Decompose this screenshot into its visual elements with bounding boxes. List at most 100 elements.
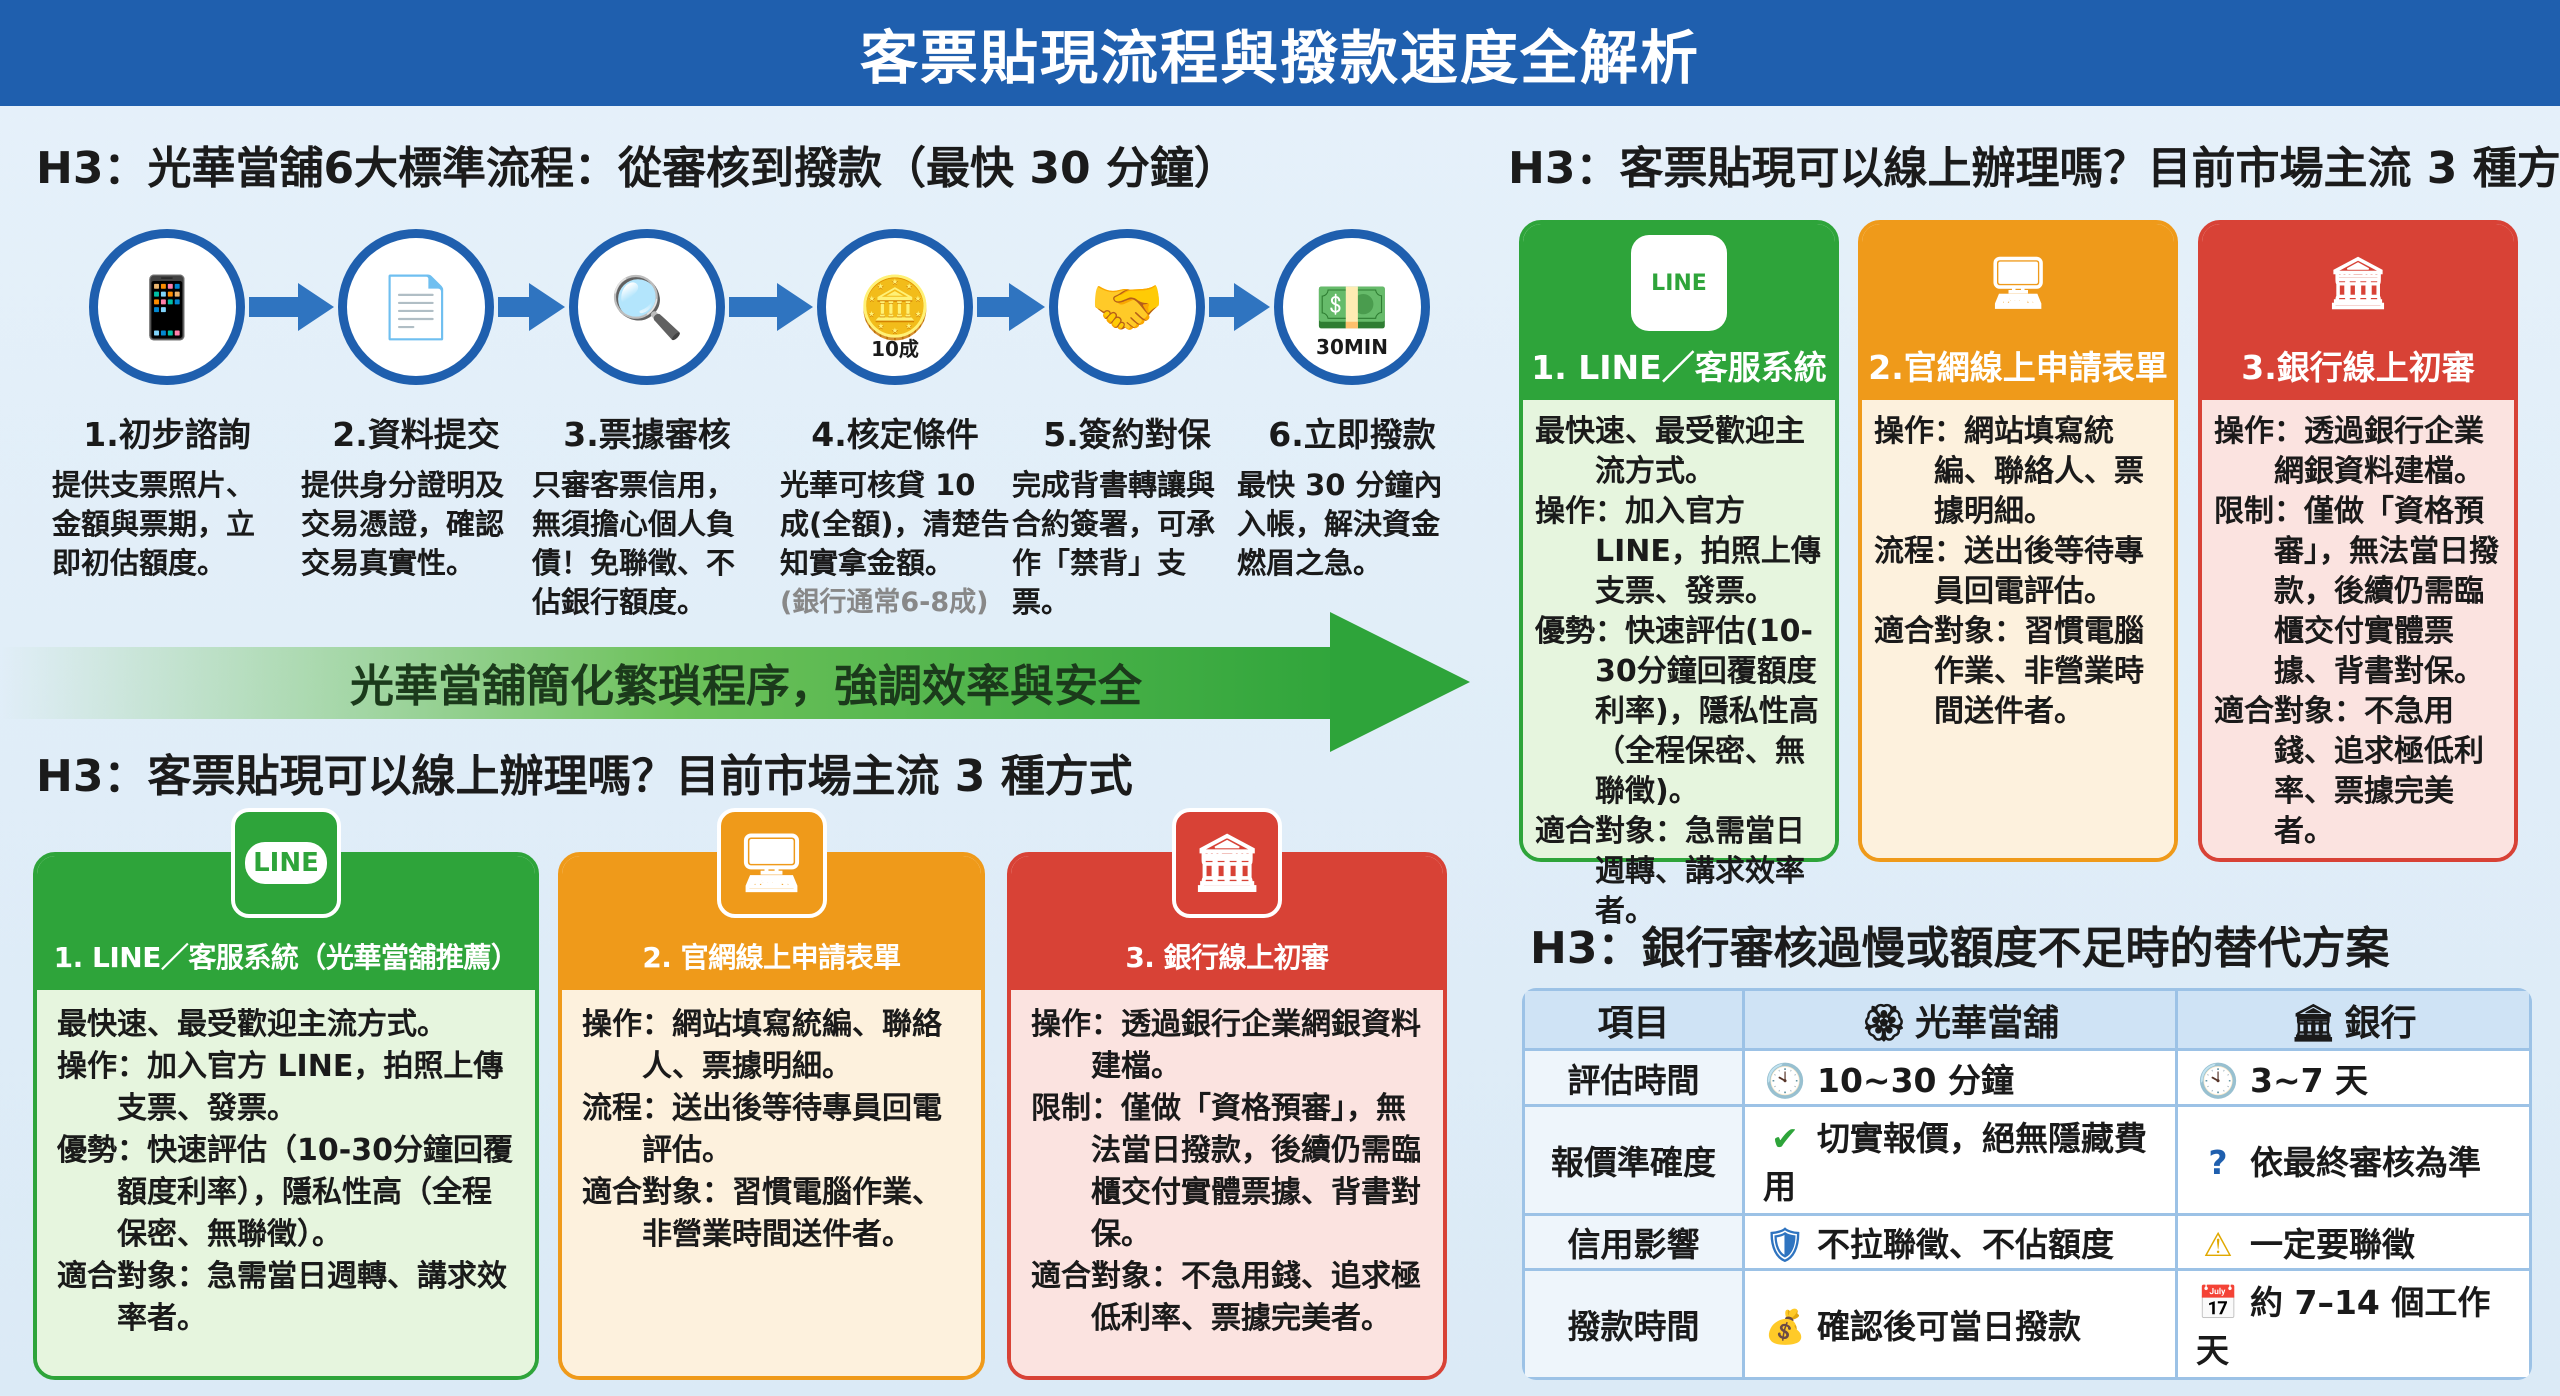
card-title: 1. LINE／客服系統 [1531,348,1827,387]
line-icon: LINE [231,808,341,918]
bank-icon: 🏛 [2290,1002,2337,1044]
guanghua-cell: 💰確認後可當日撥款 [1742,1268,2178,1380]
card-line: 操作：透過銀行企業網銀資料建檔。 [1031,1007,1421,1084]
question-icon: ? [2208,1142,2228,1182]
guanghua-cell: 🕙10~30 分鐘 [1742,1048,2178,1108]
card-line: 適合對象：習慣電腦作業、非營業時間送件者。 [1874,614,2144,729]
online-left-heading: H3：客票貼現可以線上辦理嗎？目前市場主流 3 種方式 [36,751,1133,802]
handshake-icon: 🤝 [1049,229,1205,385]
table-row: 撥款時間 💰確認後可當日撥款 📅約 7–14 個工作天 [1522,1268,2532,1380]
money-clock-icon: 💵30MIN [1274,229,1430,385]
step-desc: 光華可核貸 10 成(全額)，清楚告知實拿金額。 [780,468,1010,580]
step-desc: 只審客票信用，無須擔心個人負債！免聯徵、不佔銀行額度。 [532,468,736,619]
header-item: 項目 [1522,988,1745,1052]
banner-arrow-bar [0,647,1360,719]
process-step: 5.簽約對保完成背書轉讓與合約簽署，可承作「禁背」支票。 [1012,408,1242,622]
card-line: 適合對象：不急用錢、追求極低利率、票據完美者。 [1031,1259,1421,1336]
compare-heading: H3：銀行審核過慢或額度不足時的替代方案 [1530,923,2390,974]
method-card[interactable]: 1. LINE／客服系統（光華當舖推薦） 最快速、最受歡迎主流方式。操作：加入官… [33,852,539,1380]
method-card[interactable]: 3. 銀行線上初審 操作：透過銀行企業網銀資料建檔。限制：僅做「資格預審」，無法… [1007,852,1447,1380]
flow-arrow-icon [1209,297,1234,317]
header-guanghua: 🏵光華當舖 [1742,988,2178,1052]
card-line: 最快速、最受歡迎主流方式。 [57,1007,447,1042]
flow-arrow-head-icon [298,283,334,331]
calendar-icon: 📅 [2197,1283,2239,1323]
step-title: 4.核定條件 [811,415,979,454]
card-line: 操作：網站填寫統編、聯絡人、票據明細。 [582,1007,942,1084]
compare-table: 項目 🏵光華當舖 🏛銀行 評估時間 🕙10~30 分鐘 🕙3~7 天報價準確度 … [1522,988,2532,1380]
table-row: 報價準確度 ✔切實報價，絕無隱藏費用 ?依最終審核為準 [1522,1104,2532,1216]
process-step: 1.初步諮詢提供支票照片、金額與票期，立即初估額度。 [52,408,282,583]
bank-cell: 🕙3~7 天 [2175,1048,2532,1108]
bank-cell: ?依最終審核為準 [2175,1104,2532,1216]
method-card[interactable]: 2. 官網線上申請表單 操作：網站填寫統編、聯絡人、票據明細。流程：送出後等待專… [558,852,985,1380]
step-note: (銀行通常6-8成) [780,587,989,618]
page-title: 客票貼現流程與撥款速度全解析 [0,0,2560,106]
step-title: 6.立即撥款 [1268,415,1436,454]
card-line: 優勢：快速評估(10-30分鐘回覆額度利率)，隱私性高（全程保密、無聯徵)。 [1535,614,1819,809]
card-line: 優勢：快速評估（10-30分鐘回覆額度利率），隱私性高（全程保密、無聯徵）。 [57,1133,513,1252]
card-line: 操作：加入官方LINE，拍照上傳支票、發票。 [1535,494,1821,609]
bank-icon: 🏛 [2326,253,2390,312]
method-card[interactable]: 🖥2.官網線上申請表單 操作：網站填寫統編、聯絡人、票據明細。流程：送出後等待專… [1858,220,2178,862]
flow-arrow-icon [729,297,777,317]
table-row: 評估時間 🕙10~30 分鐘 🕙3~7 天 [1522,1048,2532,1108]
method-card[interactable]: 🏛 3.銀行線上初審 操作：透過銀行企業網銀資料建檔。限制：僅做「資格預審」，無法… [2198,220,2518,862]
flow-arrow-head-icon [1009,283,1045,331]
process-step: 6.立即撥款最快 30 分鐘內入帳，解決資金燃眉之急。 [1237,408,1467,583]
row-item: 撥款時間 [1522,1268,1745,1380]
clock-red-icon: 🕙 [2197,1060,2239,1100]
coins-icon: 🪙10成 [817,229,973,385]
card-line: 限制：僅做「資格預審」，無法當日撥款，後續仍需臨櫃交付實體票據、背書對保。 [2214,494,2499,689]
flow-arrow-icon [498,297,529,317]
header-bank: 🏛銀行 [2175,988,2532,1052]
step-title: 1.初步諮詢 [83,415,251,454]
phone-line-icon: 📱 [89,229,245,385]
card-line: 適合對象：習慣電腦作業、非營業時間送件者。 [582,1175,942,1252]
warning-icon: ⚠ [2203,1225,2233,1265]
card-title: 2. 官網線上申請表單 [562,856,981,990]
card-line: 限制：僅做「資格預審」，無法當日撥款，後續仍需臨櫃交付實體票據、背書對保。 [1031,1091,1421,1252]
bank-icon: 🏛 [1172,808,1282,918]
online-right-heading: H3：客票貼現可以線上辦理嗎？目前市場主流 3 種方式 [1508,143,2560,194]
process-heading: H3：光華當舖6大標準流程：從審核到撥款（最快 30 分鐘） [36,143,1238,194]
flow-arrow-head-icon [529,283,565,331]
step-title: 5.簽約對保 [1043,415,1211,454]
check-circle-icon: ✔ [1771,1118,1799,1158]
table-header-row: 項目 🏵光華當舖 🏛銀行 [1522,988,2532,1052]
shield-icon: 🛡 [1764,1225,1806,1265]
step-title: 2.資料提交 [332,415,500,454]
card-line: 操作：加入官方 LINE，拍照上傳支票、發票。 [57,1049,504,1126]
efficiency-banner: 光華當舖簡化繁瑣程序，強調效率與安全 [0,612,1470,752]
guanghua-cell: ✔切實報價，絕無隱藏費用 [1742,1104,2178,1216]
card-title: 3.銀行線上初審 [2241,348,2475,387]
process-step: 2.資料提交提供身分證明及交易憑證，確認交易真實性。 [301,408,531,583]
clock-icon: 🕙 [1764,1060,1806,1100]
banner-text: 光華當舖簡化繁瑣程序，強調效率與安全 [350,661,1142,712]
document-id-icon: 📄 [338,229,494,385]
card-line: 適合對象：不急用錢、追求極低利率、票據完美者。 [2214,694,2484,849]
flow-arrow-icon [977,297,1009,317]
check-magnifier-icon: 🔍 [569,229,725,385]
pawnshop-logo-icon: 🏵 [1860,1002,1907,1044]
card-title: 2.官網線上申請表單 [1868,348,2168,387]
money-bag-icon: 💰 [1764,1307,1806,1347]
card-line: 最快速、最受歡迎主流方式。 [1535,414,1805,489]
step-desc: 最快 30 分鐘內入帳，解決資金燃眉之急。 [1237,468,1443,580]
guanghua-cell: 🛡不拉聯徵、不佔額度 [1742,1212,2178,1272]
card-line: 操作：透過銀行企業網銀資料建檔。 [2214,414,2484,489]
card-line: 流程：送出後等待專員回電評估。 [582,1091,942,1168]
web-form-icon: 🖥 [716,808,827,918]
step-title: 3.票據審核 [563,415,731,454]
bank-cell: 📅約 7–14 個工作天 [2175,1268,2532,1380]
row-item: 報價準確度 [1522,1104,1745,1216]
process-step: 3.票據審核只審客票信用，無須擔心個人負債！免聯徵、不佔銀行額度。 [532,408,762,622]
card-line: 適合對象：急需當日週轉、講求效率者。 [1535,814,1805,929]
table-row: 信用影響 🛡不拉聯徵、不佔額度 ⚠一定要聯徵 [1522,1212,2532,1272]
flow-arrow-head-icon [1234,283,1270,331]
banner-arrow-head-icon [1330,612,1470,752]
card-line: 適合對象：急需當日週轉、講求效率者。 [57,1259,507,1336]
step-desc: 完成背書轉讓與合約簽署，可承作「禁背」支票。 [1012,468,1216,619]
row-item: 信用影響 [1522,1212,1745,1272]
